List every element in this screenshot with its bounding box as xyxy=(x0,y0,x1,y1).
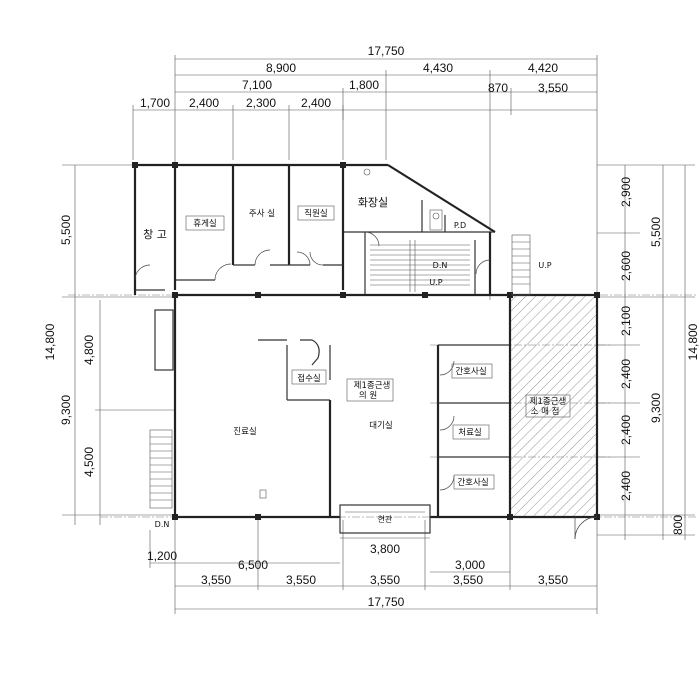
svg-text:3,550: 3,550 xyxy=(370,573,400,587)
label-dn-exterior: D.N xyxy=(155,520,170,529)
svg-text:8,900: 8,900 xyxy=(266,61,296,75)
svg-text:1,200: 1,200 xyxy=(147,549,177,563)
svg-text:2,400: 2,400 xyxy=(619,359,633,389)
label-dn-stair: D.N xyxy=(433,261,448,270)
svg-text:2,300: 2,300 xyxy=(246,96,276,110)
room-treatment: 처료실 xyxy=(458,427,481,438)
label-up-stair: U.P xyxy=(429,278,442,287)
room-nurse-1: 간호사실 xyxy=(455,366,486,377)
room-lounge: 휴게실 xyxy=(193,218,216,229)
room-labels: 창 고 휴게실 주사 실 직원실 화장실 P.D 접수실 제1종근생 의 원 진… xyxy=(143,196,571,529)
room-reception: 접수실 xyxy=(297,373,320,384)
svg-text:2,100: 2,100 xyxy=(619,306,633,336)
grid-lines xyxy=(68,294,697,518)
room-clinic-line1: 제1종근생 xyxy=(354,380,391,391)
svg-text:3,550: 3,550 xyxy=(286,573,316,587)
dim-bottom-total: 17,750 xyxy=(368,595,405,609)
room-retail-line2: 소 매 점 xyxy=(531,406,560,417)
fixtures xyxy=(259,168,443,499)
label-up-exterior: U.P xyxy=(538,261,551,270)
svg-text:2,400: 2,400 xyxy=(619,415,633,445)
room-staff: 직원실 xyxy=(304,208,327,219)
room-entrance: 현관 xyxy=(378,514,393,524)
svg-text:4,420: 4,420 xyxy=(528,61,558,75)
svg-text:7,100: 7,100 xyxy=(242,78,272,92)
dimension-lines xyxy=(62,55,695,614)
svg-text:5,500: 5,500 xyxy=(59,215,73,245)
svg-text:2,900: 2,900 xyxy=(619,177,633,207)
svg-text:3,550: 3,550 xyxy=(201,573,231,587)
room-nurse-2: 간호사실 xyxy=(457,477,488,488)
svg-text:3,550: 3,550 xyxy=(538,81,568,95)
svg-text:2,600: 2,600 xyxy=(619,251,633,281)
room-restroom: 화장실 xyxy=(358,196,388,209)
svg-text:9,300: 9,300 xyxy=(59,395,73,425)
room-exam: 진료실 xyxy=(233,426,256,437)
stairs xyxy=(149,234,531,509)
svg-text:3,800: 3,800 xyxy=(370,542,400,556)
svg-text:14,800: 14,800 xyxy=(686,323,700,360)
room-storage: 창 고 xyxy=(143,228,167,241)
svg-text:5,500: 5,500 xyxy=(649,217,663,247)
svg-text:4,500: 4,500 xyxy=(82,447,96,477)
svg-text:2,400: 2,400 xyxy=(619,471,633,501)
svg-text:6,500: 6,500 xyxy=(238,558,268,572)
svg-text:3,550: 3,550 xyxy=(538,573,568,587)
svg-text:3,550: 3,550 xyxy=(453,573,483,587)
room-injection: 주사 실 xyxy=(249,208,275,219)
svg-text:3,000: 3,000 xyxy=(455,558,485,572)
svg-text:14,800: 14,800 xyxy=(43,323,57,360)
svg-text:1,700: 1,700 xyxy=(140,96,170,110)
svg-text:870: 870 xyxy=(488,81,508,95)
room-pd: P.D xyxy=(454,221,466,230)
walls xyxy=(132,162,600,534)
room-retail-line1: 제1종근생 xyxy=(530,396,567,407)
svg-text:4,800: 4,800 xyxy=(82,335,96,365)
svg-text:2,400: 2,400 xyxy=(301,96,331,110)
svg-text:4,430: 4,430 xyxy=(423,61,453,75)
dimension-labels: 17,750 8,900 4,430 4,420 7,100 1,800 1,7… xyxy=(43,44,700,609)
retail-hatch xyxy=(511,296,596,516)
svg-text:2,400: 2,400 xyxy=(189,96,219,110)
room-waiting: 대기실 xyxy=(369,420,392,431)
svg-text:1,800: 1,800 xyxy=(349,78,379,92)
svg-text:800: 800 xyxy=(671,515,685,535)
svg-text:9,300: 9,300 xyxy=(649,393,663,423)
dim-top-total: 17,750 xyxy=(368,44,405,58)
room-clinic-line2: 의 원 xyxy=(359,390,377,401)
